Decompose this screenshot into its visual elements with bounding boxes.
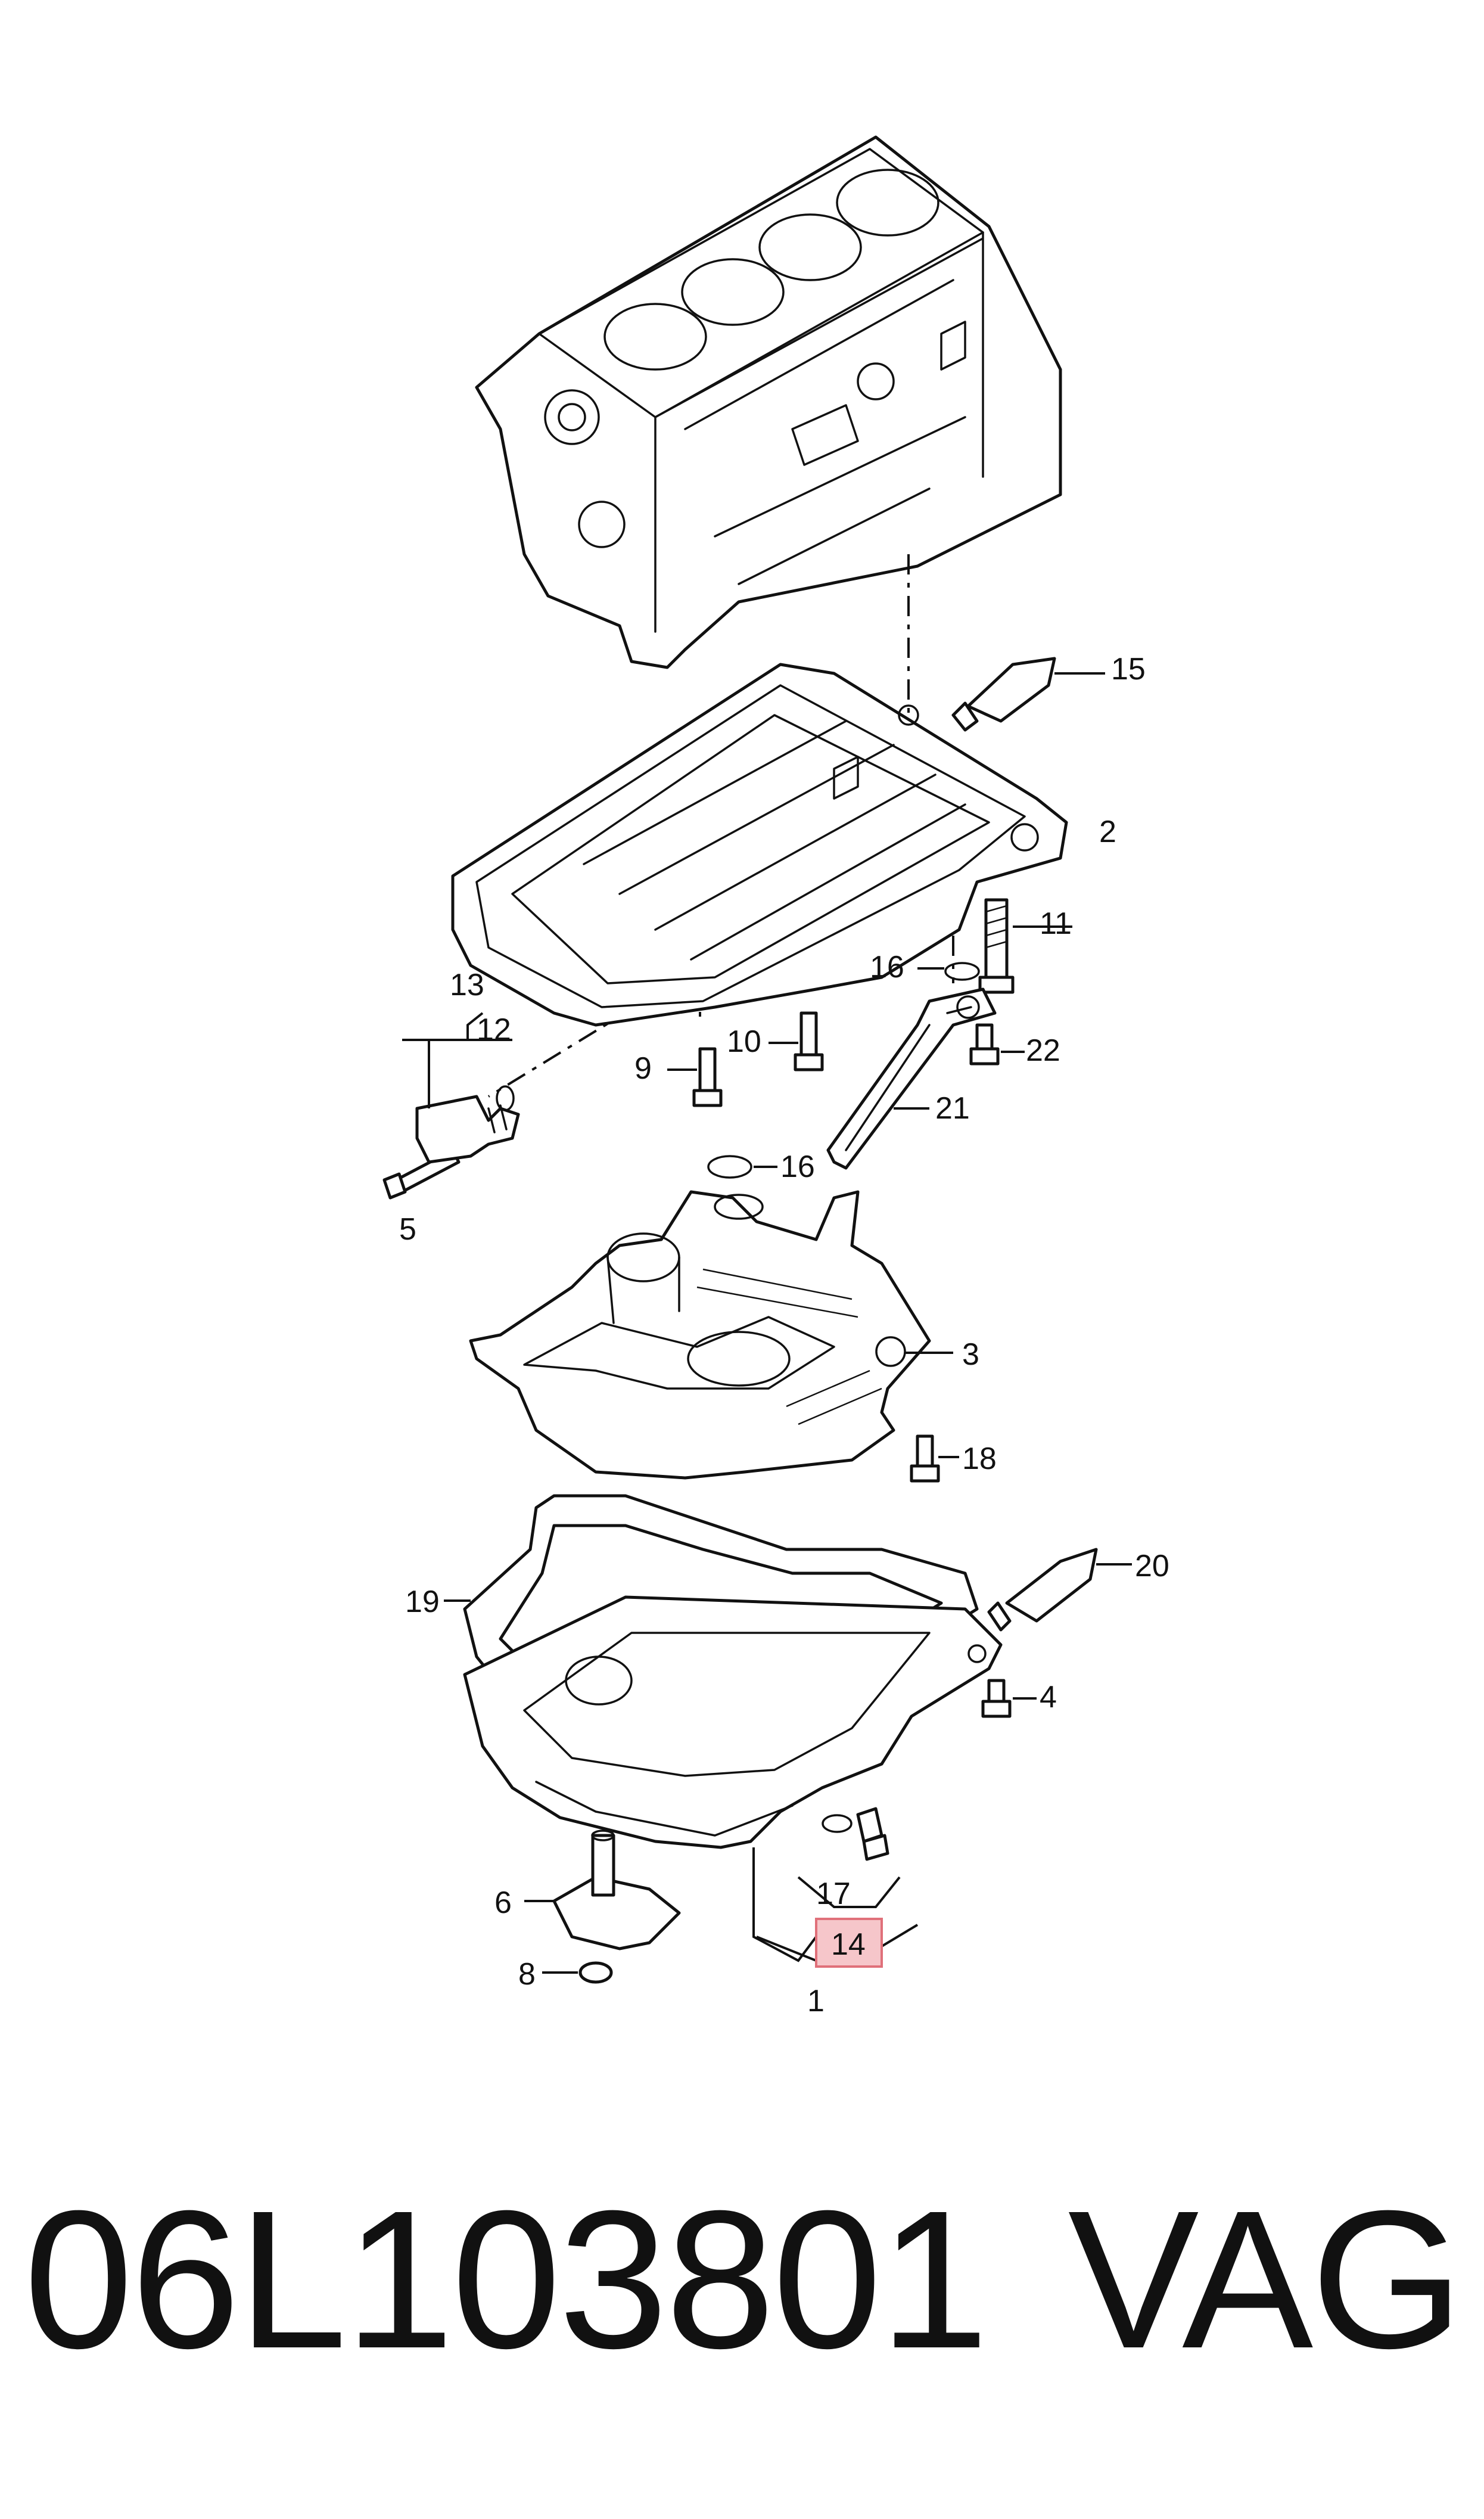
- callout-5: 5: [399, 1212, 416, 1247]
- oil-level-sensor: [524, 1830, 681, 1950]
- callout-14: 14: [831, 1927, 866, 1962]
- callout-11: 11: [1040, 906, 1072, 941]
- bracket-21: [826, 987, 997, 1170]
- callout-2: 2: [1099, 815, 1116, 849]
- callout-12: 12: [477, 1012, 511, 1047]
- o-ring-16-upper: [917, 962, 980, 981]
- callout-9: 9: [634, 1051, 652, 1086]
- nut-8: [542, 1961, 613, 1984]
- upper-oil-pan: [451, 663, 1068, 1027]
- callout-18: 18: [962, 1442, 997, 1476]
- callout-22: 22: [1026, 1033, 1060, 1068]
- bolt-10: [769, 1011, 824, 1071]
- callout-8: 8: [518, 1957, 536, 1992]
- callout-17: 17: [816, 1877, 851, 1911]
- baffle-plate: [469, 1190, 953, 1480]
- o-ring-16-lower: [707, 1155, 777, 1179]
- lower-oil-pan: [463, 1595, 1003, 1962]
- brand-name: VAG: [1068, 2169, 1464, 2389]
- callout-16-upper: 16: [870, 950, 904, 984]
- callout-21: 21: [935, 1091, 970, 1126]
- exploded-parts-diagram: 15 2 11 16 13 12 10 22 9 21 16 5 3 18 20…: [382, 135, 1169, 2018]
- sealant-tube-20: [987, 1548, 1132, 1632]
- callout-15: 15: [1111, 652, 1146, 687]
- bolt-11: [978, 898, 1072, 994]
- bolt-18: [910, 1434, 959, 1483]
- callout-labels: 15 2 11 16 13 12 10 22 9 21 16 5 3 18 20…: [399, 652, 1169, 2018]
- bolt-22: [969, 1023, 1025, 1066]
- callout-13: 13: [450, 968, 484, 1002]
- sealant-tube-15: [951, 657, 1105, 732]
- callout-1: 1: [807, 1984, 825, 2018]
- bolt-9: [667, 1047, 723, 1107]
- callout-20: 20: [1135, 1549, 1169, 1583]
- callout-16-lower: 16: [780, 1150, 815, 1184]
- part-number: 06L103801: [24, 2169, 989, 2389]
- callout-19: 19: [405, 1585, 440, 1619]
- callout-6: 6: [494, 1886, 512, 1920]
- bolt-4: [981, 1679, 1037, 1718]
- callout-10: 10: [727, 1024, 761, 1059]
- callout-3: 3: [962, 1337, 979, 1372]
- valve-13: [402, 1012, 520, 1164]
- callout-4: 4: [1040, 1680, 1057, 1714]
- highlight-box-14: [815, 1918, 883, 1968]
- engine-block: [475, 135, 1062, 669]
